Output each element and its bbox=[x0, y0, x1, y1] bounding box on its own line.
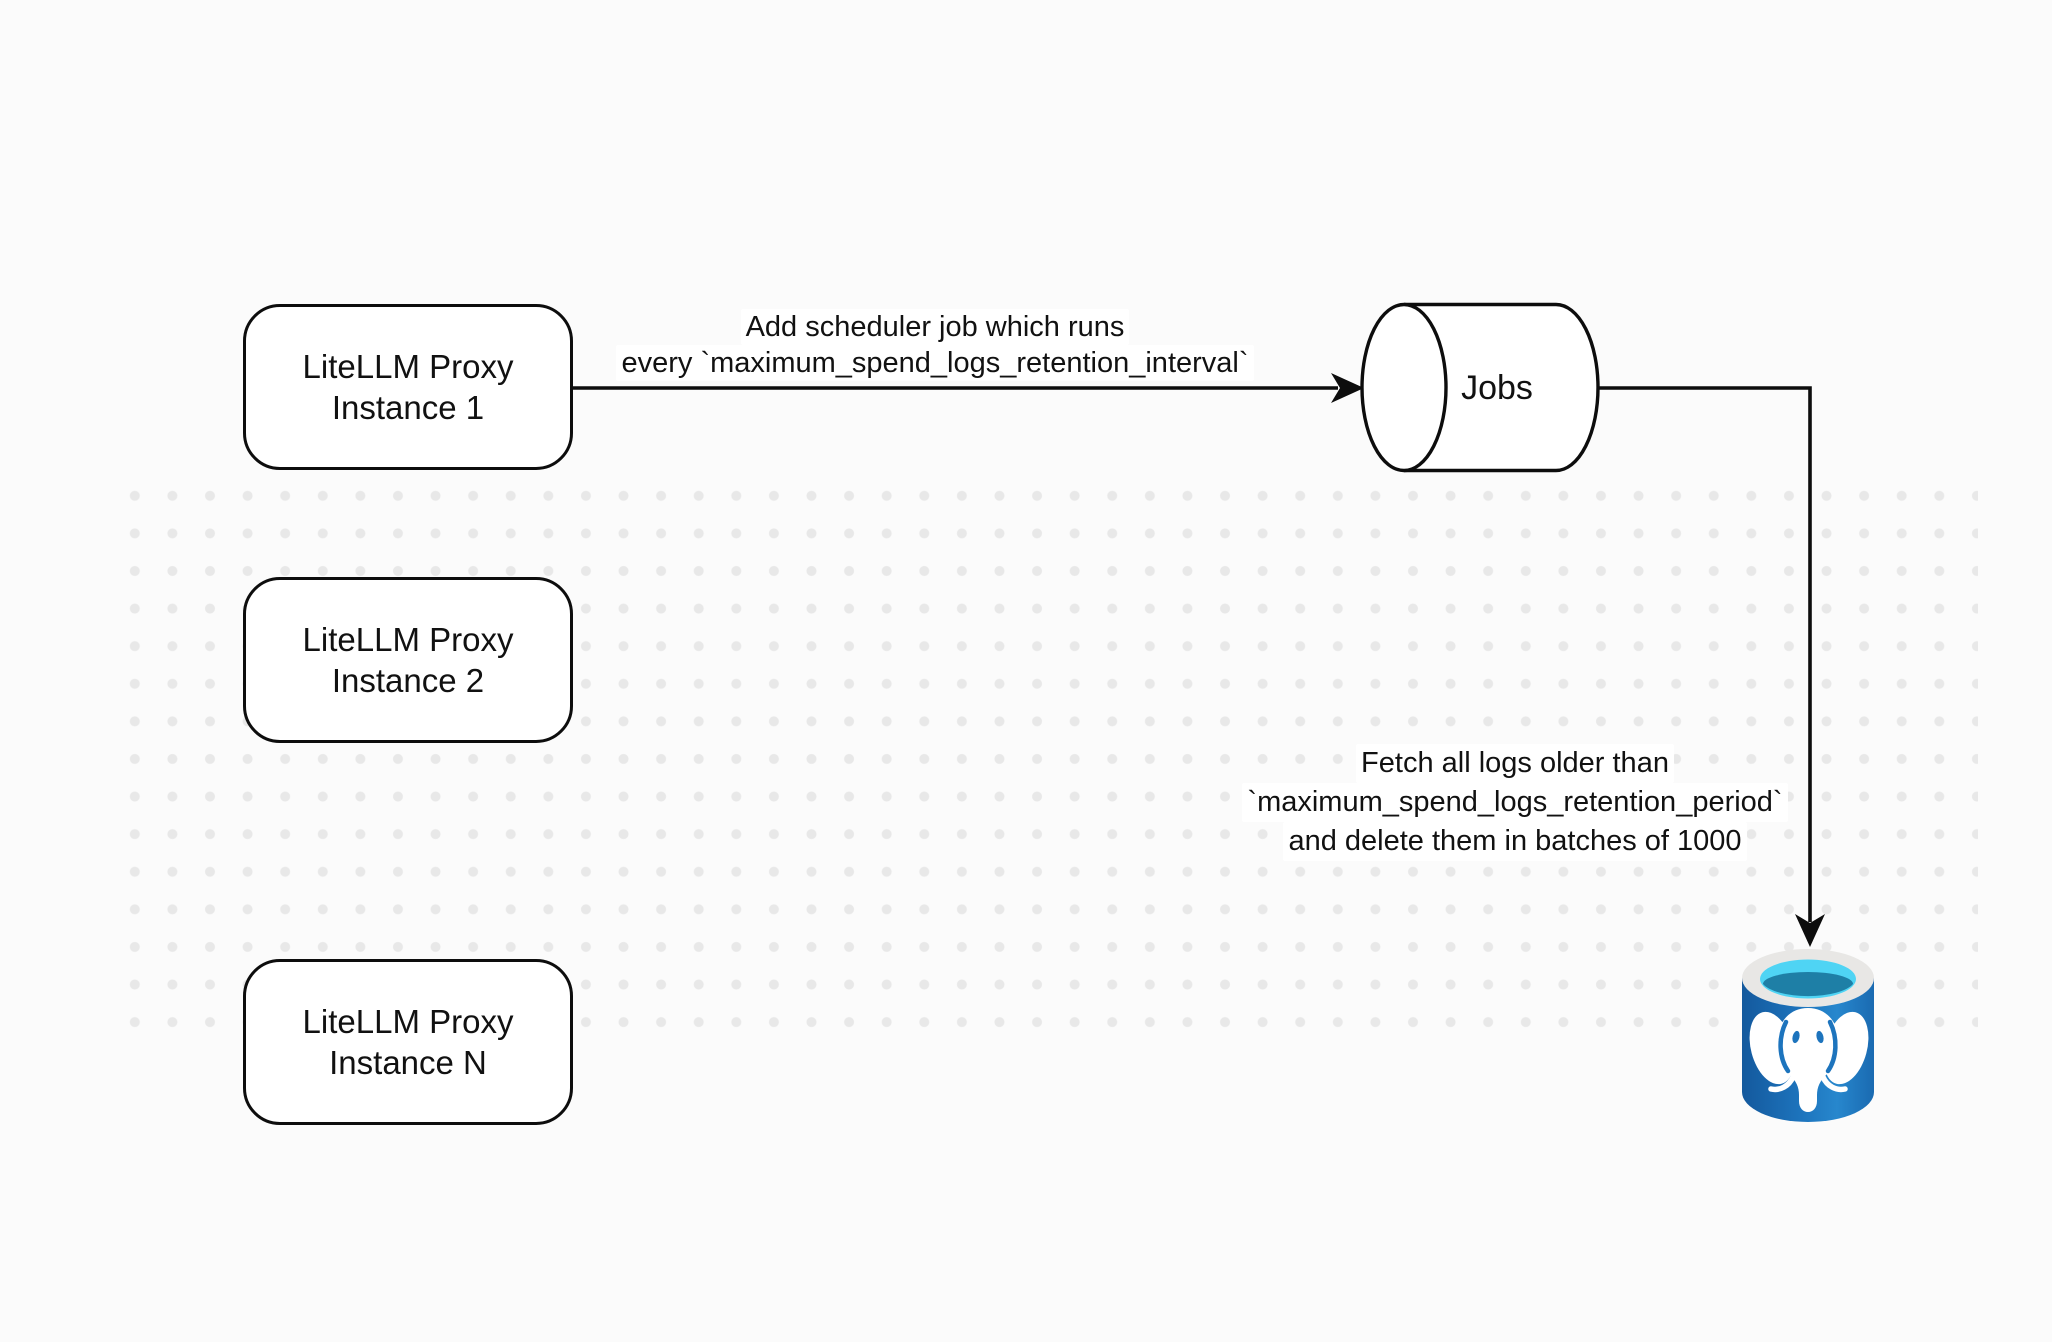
scheduler-job-edge-label: Add scheduler job which runs every `maxi… bbox=[585, 309, 1285, 381]
postgres-elephant-icon bbox=[1749, 1008, 1869, 1112]
node-label-line1: LiteLLM Proxy bbox=[302, 621, 514, 658]
edge-jobs-to-postgres bbox=[1598, 386, 1825, 947]
jobs-queue-label: Jobs bbox=[1461, 369, 1533, 407]
node-litellm-proxy-instance-1: LiteLLM Proxy Instance 1 bbox=[243, 304, 573, 470]
node-label-line2: Instance N bbox=[329, 1044, 487, 1081]
arrowhead-right-icon bbox=[1331, 373, 1364, 403]
scheduler-label-line1: Add scheduler job which runs bbox=[740, 309, 1130, 345]
scheduler-label-line2: every `maximum_spend_logs_retention_inte… bbox=[616, 345, 1254, 381]
fetch-logs-edge-label: Fetch all logs older than `maximum_spend… bbox=[1195, 744, 1835, 861]
fetch-label-line2: `maximum_spend_logs_retention_period` bbox=[1242, 783, 1788, 822]
node-label-line1: LiteLLM Proxy bbox=[302, 1003, 514, 1040]
node-label-line1: LiteLLM Proxy bbox=[302, 348, 514, 385]
arrowhead-down-icon bbox=[1795, 914, 1825, 947]
node-label-line2: Instance 2 bbox=[331, 662, 485, 699]
database-opening-shadow bbox=[1763, 972, 1853, 997]
edge-instance1-to-jobs bbox=[573, 373, 1364, 403]
jobs-queue-cylinder: Jobs bbox=[1360, 302, 1600, 473]
node-litellm-proxy-instance-n: LiteLLM Proxy Instance N bbox=[243, 959, 573, 1125]
fetch-label-line1: Fetch all logs older than bbox=[1356, 744, 1674, 783]
node-litellm-proxy-instance-2: LiteLLM Proxy Instance 2 bbox=[243, 577, 573, 743]
fetch-label-line3: and delete them in batches of 1000 bbox=[1283, 822, 1747, 861]
node-label-line2: Instance 1 bbox=[331, 389, 485, 426]
postgresql-database-icon bbox=[1742, 949, 1874, 1122]
